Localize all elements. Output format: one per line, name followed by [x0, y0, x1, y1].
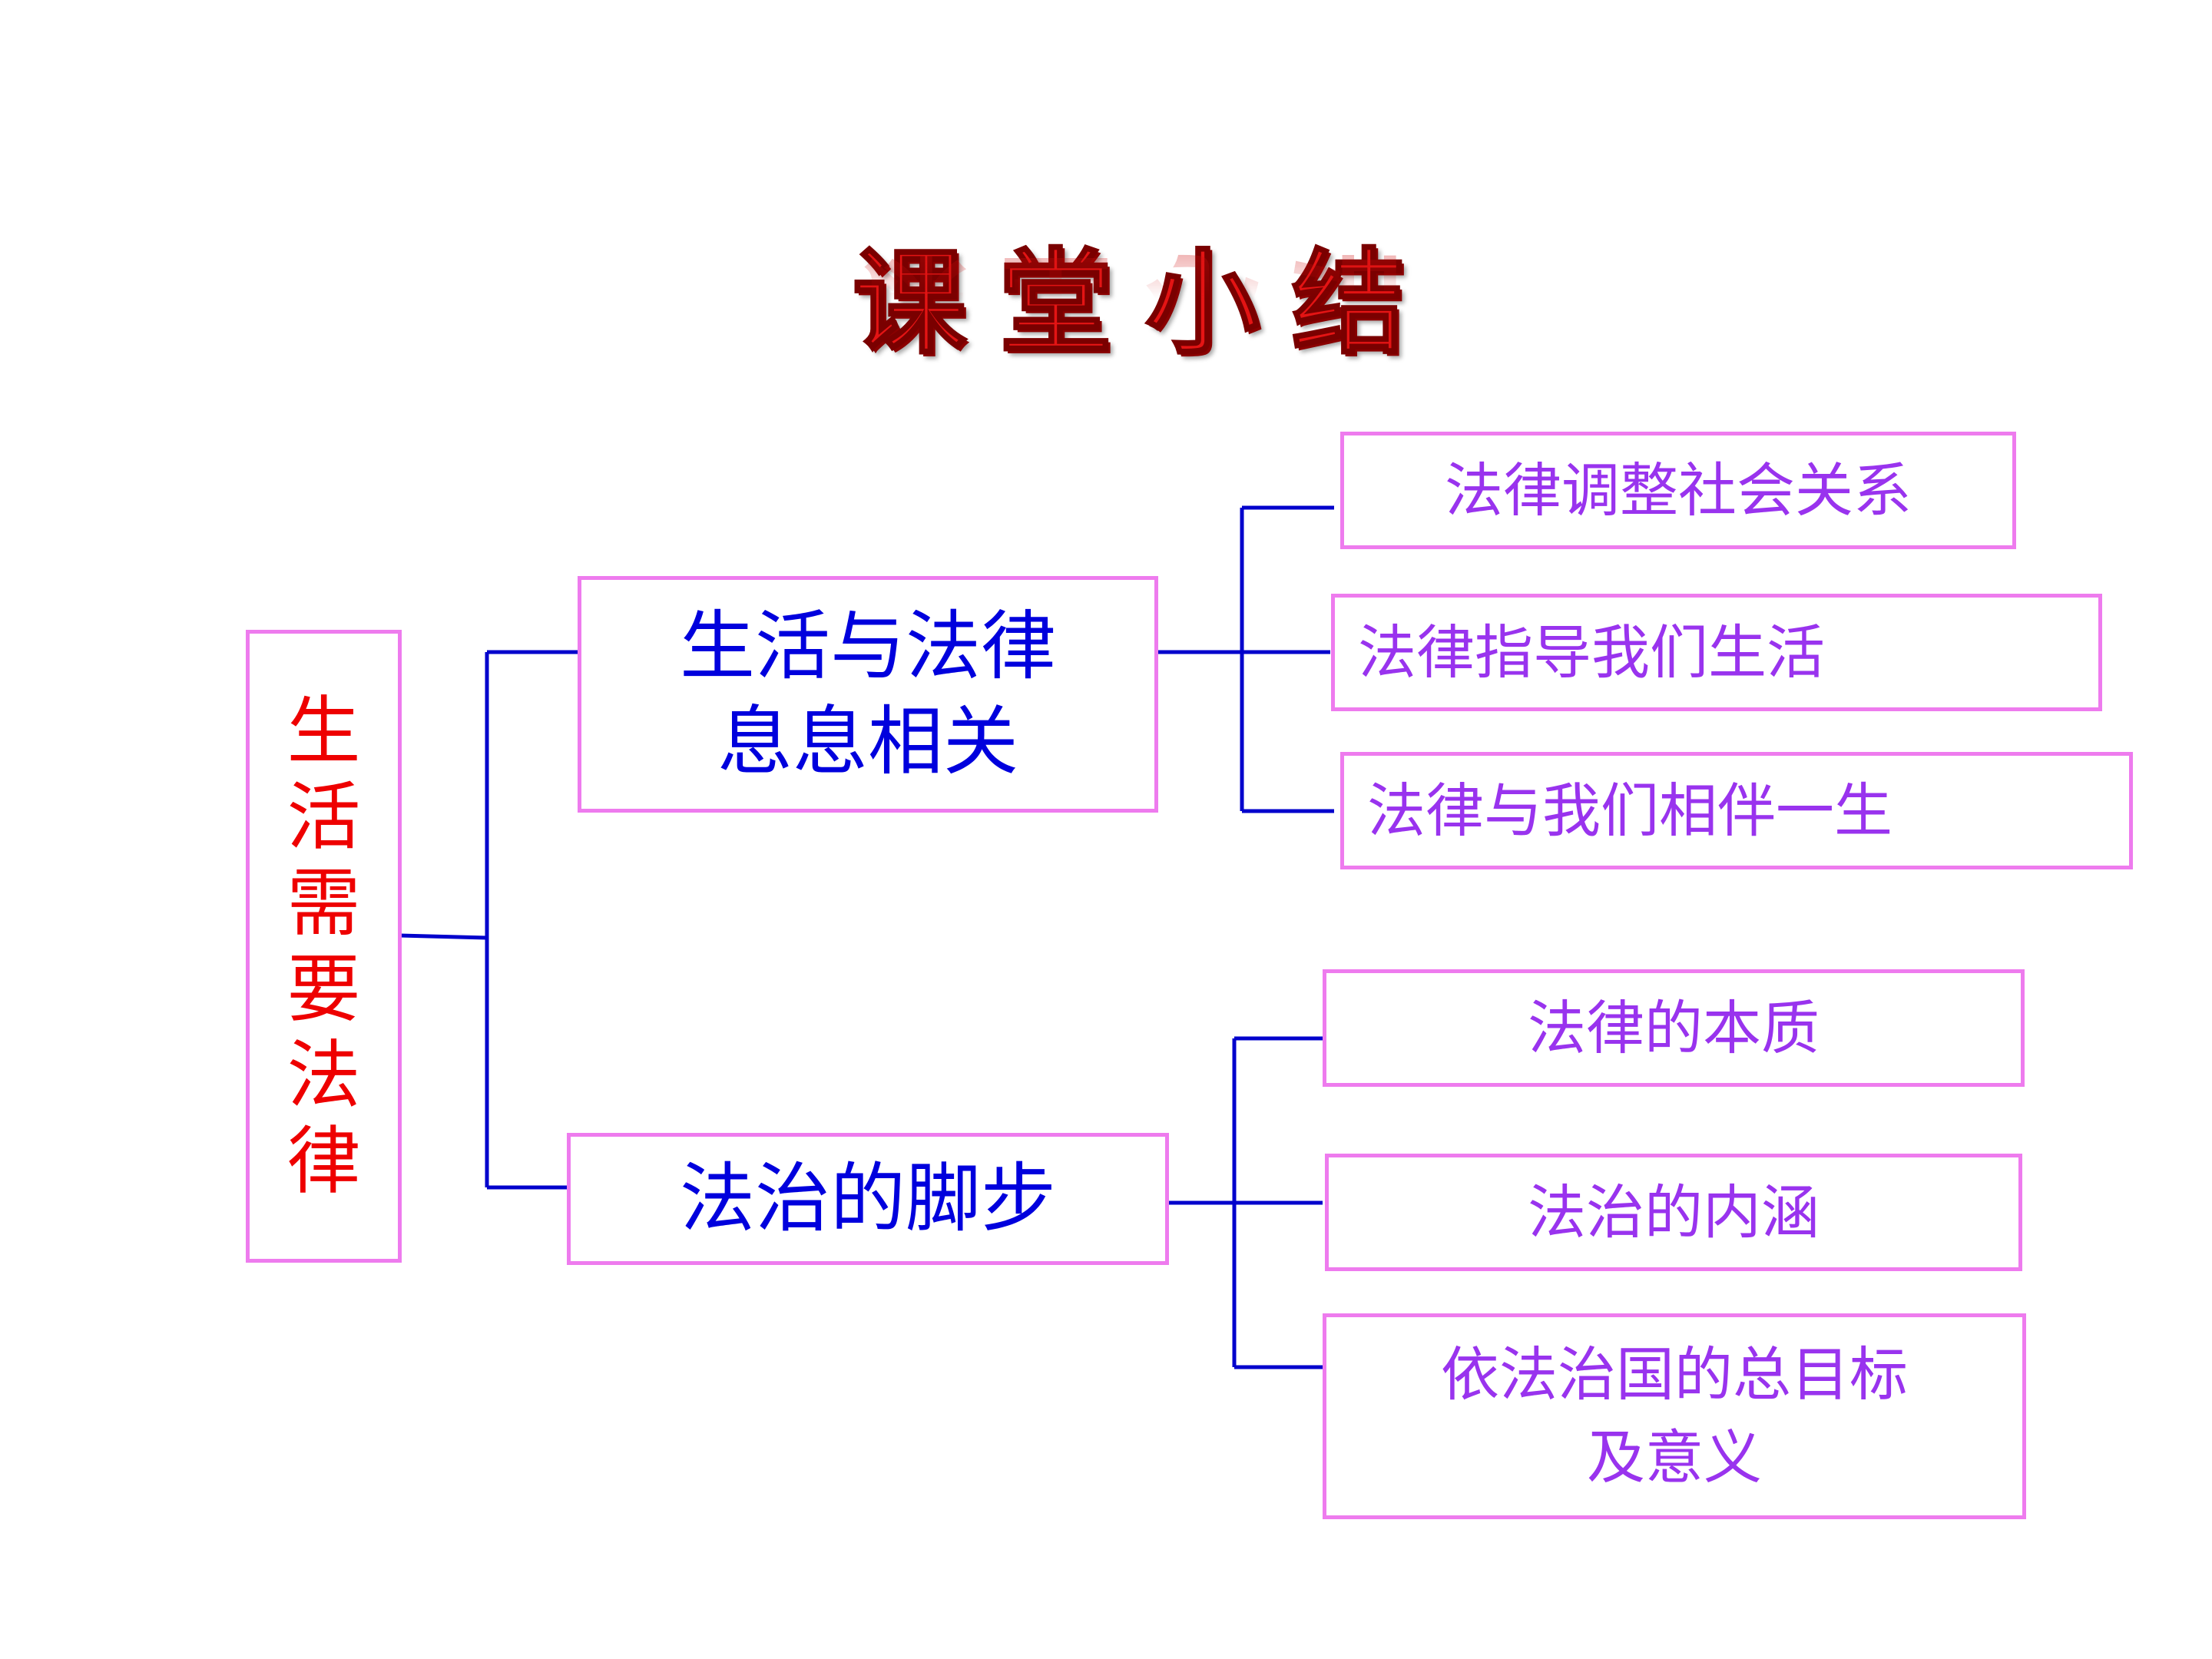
branch-node-2: 法治的脚步: [567, 1133, 1169, 1265]
leaf-node-5: 法治的内涵: [1325, 1154, 2022, 1271]
slide-title: 课 堂 小 结: [852, 237, 1407, 369]
connector-root: [399, 933, 488, 940]
leaf-node-2-label: 法律指导我们生活: [1358, 618, 1825, 687]
leaf-node-1: 法律调整社会关系: [1340, 432, 2016, 549]
title-group: 课 堂 小 结 课 堂 小 结: [852, 237, 1407, 407]
branch-node-2-label: 法治的脚步: [679, 1155, 1056, 1243]
title-char: 课: [852, 237, 968, 369]
leaf-node-3: 法律与我们相伴一生: [1340, 752, 2133, 869]
leaf-node-1-label: 法律调整社会关系: [1445, 455, 1912, 525]
title-char: 堂: [998, 237, 1114, 369]
leaf-node-4-label: 法律的本质: [1528, 993, 1820, 1062]
branch-node-1: 生活与法律 息息相关: [578, 576, 1158, 813]
root-node: 生活需要法律: [246, 630, 402, 1263]
title-char: 结: [1290, 237, 1406, 369]
leaf-node-4: 法律的本质: [1323, 969, 2025, 1087]
leaf-node-6: 依法治国的总目标 及意义: [1323, 1313, 2026, 1519]
leaf-node-2: 法律指导我们生活: [1331, 594, 2102, 711]
leaf-node-3-label: 法律与我们相伴一生: [1367, 776, 1892, 845]
leaf-node-6-label: 依法治国的总目标 及意义: [1441, 1340, 1908, 1492]
leaf-node-5-label: 法治的内涵: [1528, 1177, 1820, 1247]
title-char: 小: [1144, 237, 1260, 369]
root-node-label: 生活需要法律: [286, 688, 361, 1204]
branch-node-1-label: 生活与法律 息息相关: [679, 603, 1056, 786]
